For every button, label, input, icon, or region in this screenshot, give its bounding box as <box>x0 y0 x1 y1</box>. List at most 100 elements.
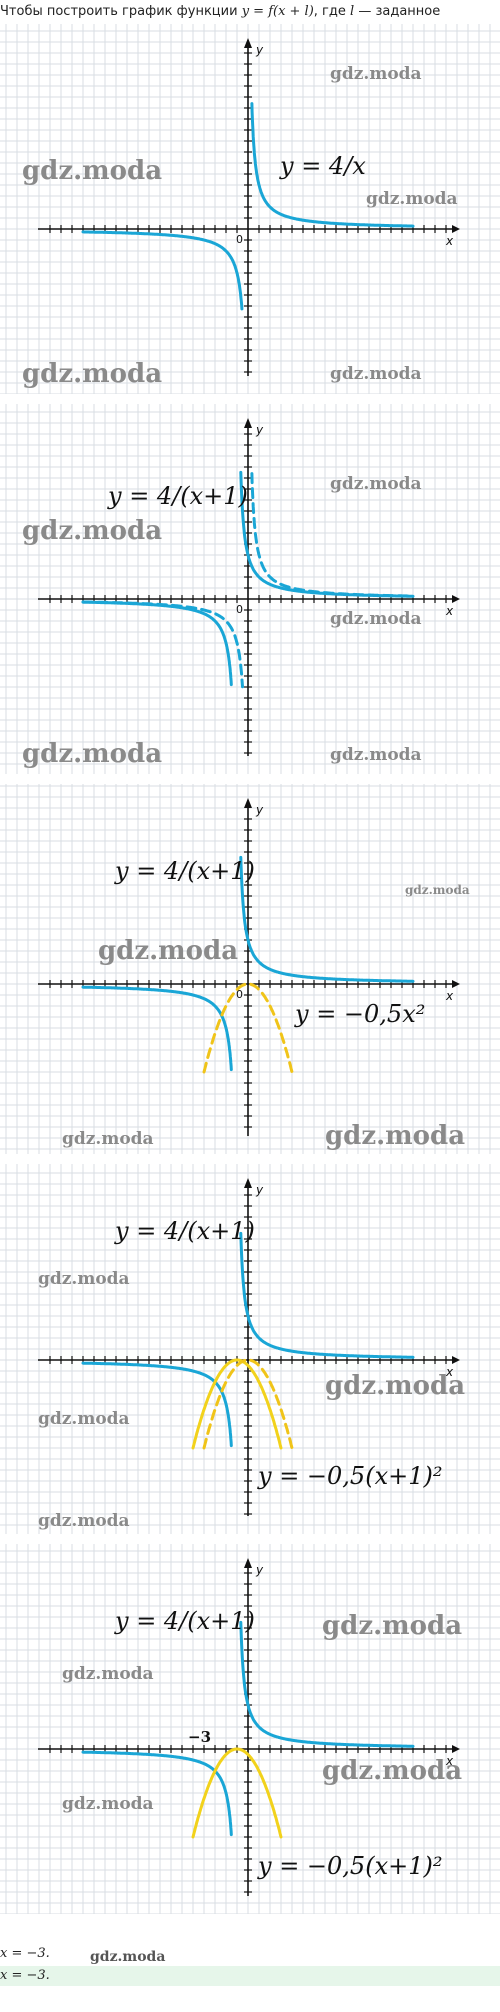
grid <box>0 404 500 774</box>
series-1-branch-2 <box>239 1231 415 1359</box>
series-1-branch-1 <box>81 985 233 1072</box>
y-axis-arrow-icon <box>244 798 252 808</box>
series-2 <box>191 1747 283 1839</box>
watermark-5: gdz.moda <box>330 745 422 765</box>
axes <box>38 798 460 1136</box>
annotation-3: −3 <box>188 1728 211 1746</box>
origin-label: 0 <box>236 603 243 616</box>
series-1-branch-1 <box>81 1750 233 1837</box>
intro-middle: , где <box>313 4 351 19</box>
intro-suffix: — заданное <box>354 4 441 19</box>
watermark-4: gdz.moda <box>325 1121 465 1151</box>
series-1 <box>81 1231 415 1448</box>
x-axis-label: x <box>445 234 454 248</box>
graph-panel-5: x y y = 4/(x+1) y = −0,5(x+1)² −3 gdz.moda gdz… <box>0 1544 500 1914</box>
annotation-1: y = 4/(x+1) <box>114 857 255 885</box>
series-2 <box>202 982 294 1074</box>
series-1 <box>81 102 415 311</box>
series-1 <box>81 855 415 1072</box>
grid <box>0 784 500 1154</box>
series-1-branch-1 <box>81 230 244 311</box>
watermark-4: gdz.moda <box>62 1794 154 1814</box>
y-axis-arrow-icon <box>244 1178 252 1188</box>
y-axis-arrow-icon <box>244 1558 252 1568</box>
series-2-branch-2 <box>250 472 415 598</box>
x-axis-label: x <box>445 1365 454 1379</box>
series-1 <box>81 1620 415 1837</box>
axes <box>38 1558 460 1896</box>
watermark-3: gdz.moda <box>322 1756 462 1786</box>
y-axis-arrow-icon <box>244 38 252 48</box>
y-axis-label: y <box>255 43 264 57</box>
origin-label: 0 <box>236 233 243 246</box>
answer-1-text: x = −3. <box>0 1946 50 1961</box>
answer-line-1: x = −3. <box>0 1944 500 1964</box>
watermark-1: gdz.moda <box>38 1269 130 1289</box>
x-axis-arrow-icon <box>452 1745 460 1753</box>
watermark-2: gdz.moda <box>325 1371 465 1401</box>
x-axis-label: x <box>445 604 454 618</box>
graph-4-svg: xyy = 4/(x+1)y = −0,5(x+1)²gdz.modagdz.m… <box>0 1164 500 1534</box>
intro-l: l <box>350 4 355 19</box>
graph-2-svg: x y 0 y = 4/(x+1) gdz.moda gdz.moda gdz.moda gd… <box>0 404 500 774</box>
watermark-5: gdz.moda <box>330 364 422 384</box>
axes <box>38 38 460 376</box>
watermark-2: gdz.moda <box>62 1664 154 1684</box>
watermark-3: gdz.moda <box>62 1129 154 1149</box>
series-2 <box>81 472 415 689</box>
intro-prefix: Чтобы построить график функции <box>0 4 242 19</box>
watermark-2: gdz.moda <box>330 64 422 84</box>
watermark-4: gdz.moda <box>38 1511 130 1531</box>
watermark-1: gdz.moda <box>98 936 238 966</box>
series-2-branch-1 <box>202 982 294 1074</box>
watermark-1: gdz.moda <box>322 1611 462 1641</box>
intro-text: Чтобы построить график функции y = f(x +… <box>0 0 500 24</box>
y-axis-label: y <box>255 803 264 817</box>
series-1-branch-2 <box>239 855 415 983</box>
series-2-branch-1 <box>191 1747 283 1839</box>
origin-label: 0 <box>236 988 243 1001</box>
watermark-1: gdz.moda <box>22 516 162 546</box>
annotation-1: y = 4/x <box>279 152 366 180</box>
annotation-1: y = 4/(x+1) <box>114 1607 255 1635</box>
y-axis-label: y <box>255 1563 264 1577</box>
series-2-branch-1 <box>191 1358 283 1450</box>
y-axis-label: y <box>255 1183 264 1197</box>
series-3-branch-1 <box>202 1358 294 1450</box>
series-2 <box>191 1358 283 1450</box>
watermark-1: gdz.moda <box>22 156 162 186</box>
x-axis-label: x <box>445 1754 454 1768</box>
answer-line-2: x = −3. <box>0 1966 500 1986</box>
x-axis-arrow-icon <box>452 1356 460 1364</box>
watermark-4: gdz.moda <box>22 739 162 769</box>
watermark-4: gdz.moda <box>22 359 162 389</box>
intro-formula: y = f(x + l) <box>241 4 314 19</box>
annotation-2: y = −0,5(x+1)² <box>257 1462 442 1490</box>
watermark-3: gdz.moda <box>366 189 458 209</box>
watermark-2: gdz.moda <box>330 474 422 494</box>
watermark-2: gdz.moda <box>405 883 470 897</box>
graph-5-svg: x y y = 4/(x+1) y = −0,5(x+1)² −3 gdz.moda gdz… <box>0 1544 500 1914</box>
annotation-2: y = −0,5(x+1)² <box>257 1852 442 1880</box>
x-axis-arrow-icon <box>452 980 460 988</box>
x-axis-arrow-icon <box>452 225 460 233</box>
annotation-1: y = 4/(x+1) <box>107 482 248 510</box>
series-3 <box>202 1358 294 1450</box>
graph-panel-2: x y 0 y = 4/(x+1) gdz.moda gdz.moda gdz.moda gd… <box>0 404 500 774</box>
watermark-3: gdz.moda <box>38 1409 130 1429</box>
x-axis-arrow-icon <box>452 595 460 603</box>
y-axis-arrow-icon <box>244 418 252 428</box>
watermark-3: gdz.moda <box>330 609 422 629</box>
answer-2-text: x = −3. <box>0 1968 50 1983</box>
series-1-branch-2 <box>250 102 415 228</box>
x-axis-label: x <box>445 989 454 1003</box>
footer-watermark: gdz.moda <box>90 1949 166 1965</box>
series-2-branch-1 <box>81 600 244 689</box>
series-1-branch-2 <box>239 1620 415 1748</box>
y-axis-label: y <box>255 423 264 437</box>
